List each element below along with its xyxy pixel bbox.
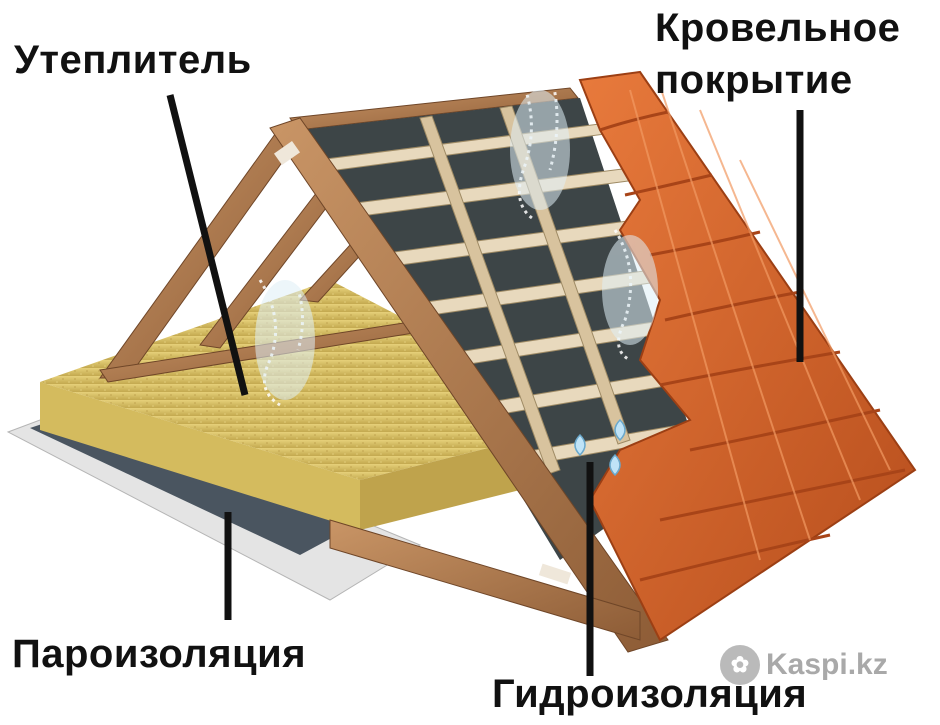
watermark: ✿ Kaspi.kz <box>720 645 888 685</box>
leader-insulation <box>166 94 249 396</box>
insulation-top <box>40 280 600 480</box>
vapor-clouds <box>255 90 658 400</box>
beam-tag-top <box>273 140 301 166</box>
front-rafter <box>269 117 669 653</box>
tile-columns <box>629 85 891 561</box>
leader-lines <box>166 94 804 676</box>
label-insulation: Утеплитель <box>14 38 252 82</box>
beam-tag-bottom <box>538 563 572 585</box>
water-drops <box>574 418 626 477</box>
label-vapor-barrier: Пароизоляция <box>12 632 307 676</box>
kaspi-logo-icon: ✿ <box>720 645 760 685</box>
label-roof-covering-line1: Кровельное <box>655 6 901 50</box>
label-waterproofing: Гидроизоляция <box>492 672 808 716</box>
watermark-text: Kaspi.kz <box>766 648 888 681</box>
front-tie-beam <box>329 519 641 641</box>
insulation-front <box>40 382 360 530</box>
label-roof-covering-line2: покрытие <box>655 58 853 102</box>
tile-ridges <box>599 110 906 582</box>
